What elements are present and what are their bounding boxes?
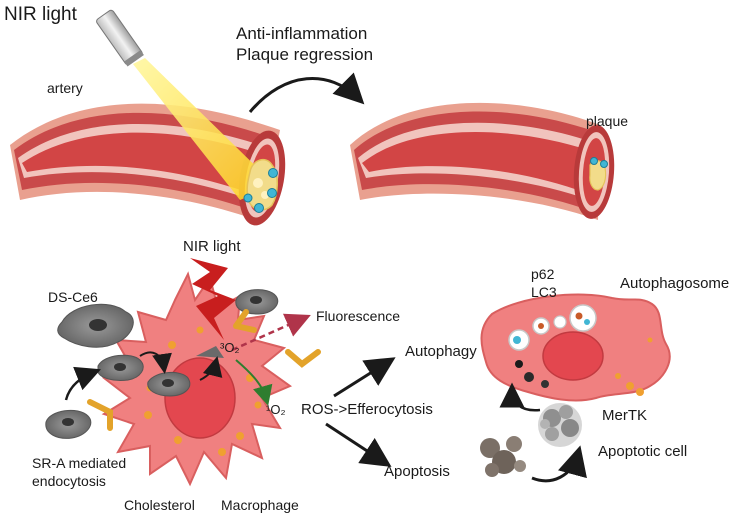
internalization-arrow	[139, 351, 172, 374]
autophagosome-label: Autophagosome	[620, 275, 729, 292]
autophagosome-macrophage	[480, 293, 671, 402]
autophagosome-nucleus	[542, 331, 604, 381]
fluorescence-arrow	[231, 313, 311, 352]
sr-a-label-line2: endocytosis	[32, 473, 106, 489]
singlet-oxygen-arrow	[235, 359, 273, 406]
apoptosis-label: Apoptosis	[384, 463, 450, 480]
nanoparticles-left	[243, 168, 278, 213]
triplet-oxygen-label: ³O₂	[220, 340, 240, 355]
regression-arrow	[248, 72, 365, 113]
flashlight-icon	[96, 9, 144, 67]
nir-light-beam	[133, 58, 275, 200]
plaque-regression-label: Plaque regression	[236, 45, 373, 64]
ds-ce6-cell	[57, 303, 134, 348]
mertk-label: MerTK	[602, 407, 647, 424]
fluorescence-label: Fluorescence	[316, 308, 400, 324]
lc3-label: LC3	[531, 284, 557, 300]
grey-cell-small-2	[147, 372, 191, 397]
artery-label: artery	[47, 80, 83, 96]
nir-light-bottom-label: NIR light	[183, 238, 241, 255]
ros-efferocytosis-label: ROS->Efferocytosis	[301, 401, 433, 418]
grey-cell-upper-right	[235, 289, 279, 315]
grey-cell-small-1	[97, 354, 144, 381]
apoptosis-arrow	[325, 422, 392, 467]
sr-a-label-line1: SR-A mediated	[32, 455, 126, 471]
cholesterol-label: Cholesterol	[124, 497, 195, 513]
mertk-arrow	[499, 382, 541, 412]
ds-ce6-label: DS-Ce6	[48, 289, 98, 305]
nir-light-top-label: NIR light	[4, 4, 78, 25]
apoptotic-cell-cluster	[538, 403, 582, 447]
nanoparticles-right	[590, 157, 608, 168]
sr-a-receptor-icon	[87, 309, 321, 431]
plaque-deposit-left	[246, 158, 278, 211]
efferocytosis-arrow	[531, 445, 587, 483]
macrophage-nucleus	[164, 357, 236, 439]
uptake-arrow	[64, 366, 101, 401]
photosensitizer-icon	[196, 346, 224, 358]
macrophage-label: Macrophage	[221, 497, 299, 513]
plaque-deposit-right	[589, 160, 607, 191]
apoptotic-cell-label: Apoptotic cell	[598, 443, 687, 460]
nir-lightning-icon	[190, 258, 236, 340]
apoptotic-bodies	[480, 436, 526, 477]
autophagy-label: Autophagy	[405, 343, 477, 360]
autophagy-arrow	[333, 357, 396, 398]
singlet-oxygen-label: ¹O₂	[266, 402, 286, 417]
grey-cell-lower-left	[45, 409, 92, 439]
internalization-arrow-2	[199, 356, 223, 381]
p62-label: p62	[531, 266, 555, 282]
anti-inflammation-label: Anti-inflammation	[236, 24, 367, 43]
right-artery	[350, 102, 615, 220]
plaque-label: plaque	[586, 113, 628, 129]
